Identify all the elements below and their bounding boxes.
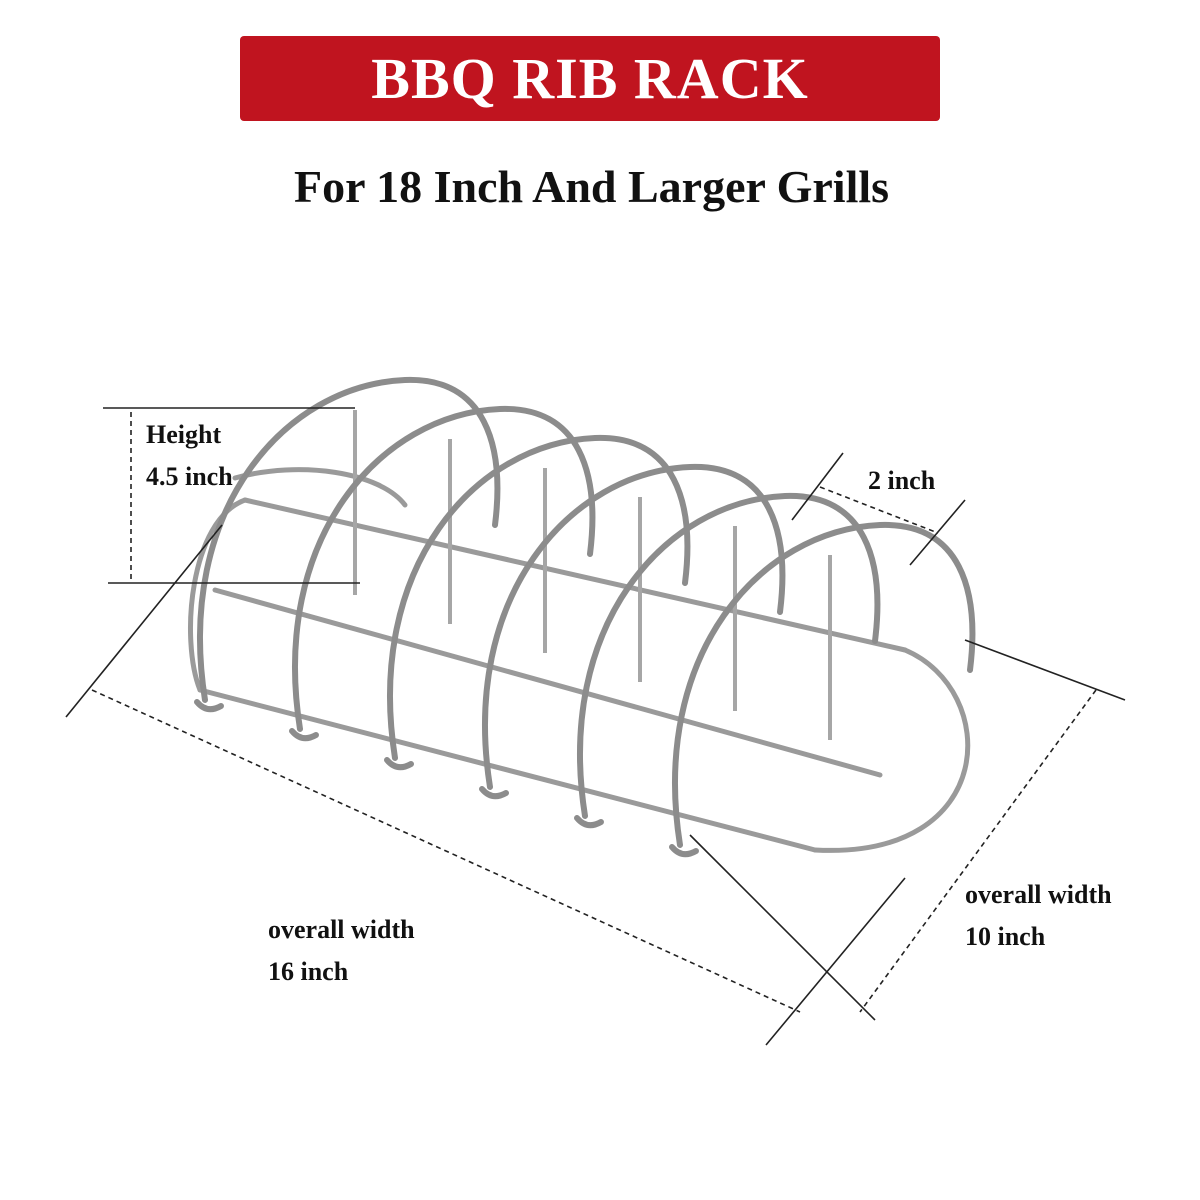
length-label-line1: overall width: [268, 915, 415, 944]
rack-arch-1: [197, 376, 501, 703]
rack-arch-4: [482, 463, 786, 790]
title-banner: BBQ RIB RACK: [240, 36, 940, 121]
rack-arch-5: [577, 492, 881, 819]
spacing-label: 2 inch: [868, 460, 935, 502]
height-label-line2: 4.5 inch: [146, 462, 233, 491]
title-text: BBQ RIB RACK: [371, 46, 809, 111]
spacing-left-line: [791, 452, 844, 521]
width-dashed-line: [859, 689, 1097, 1013]
width-label-line1: overall width: [965, 880, 1112, 909]
rack-foot-5: [574, 815, 604, 829]
rack-foot-2: [289, 728, 319, 742]
rack-foot-4: [479, 786, 509, 800]
width-top-line: [964, 639, 1126, 701]
rack-arch-3: [387, 434, 691, 761]
width-bottom-line: [689, 834, 876, 1021]
length-right-line: [765, 877, 906, 1046]
spacing-label-line1: 2 inch: [868, 466, 936, 495]
height-label: Height 4.5 inch: [146, 414, 233, 498]
width-label-line2: 10 inch: [965, 922, 1046, 951]
spacing-dashed-line: [819, 486, 939, 534]
rack-foot-1: [194, 699, 224, 713]
base-loop-left: [232, 467, 408, 508]
rack-foot-6: [669, 844, 699, 858]
length-label-line2: 16 inch: [268, 957, 349, 986]
length-left-line: [65, 524, 223, 718]
dimension-lines: [65, 407, 1126, 1046]
length-label: overall width 16 inch: [268, 909, 415, 993]
height-label-line1: Height: [146, 420, 222, 449]
rack-arch-6: [672, 521, 976, 848]
width-label: overall width 10 inch: [965, 874, 1112, 958]
rack-arches: [194, 376, 976, 858]
rack-arch-2: [292, 405, 596, 732]
subtitle-text: For 18 Inch And Larger Grills: [293, 161, 890, 212]
base-rail-front: [197, 687, 818, 853]
base-end-right: [812, 647, 971, 853]
rack-foot-3: [384, 757, 414, 771]
length-dashed-line: [91, 689, 801, 1013]
base-rail-middle: [212, 587, 883, 778]
